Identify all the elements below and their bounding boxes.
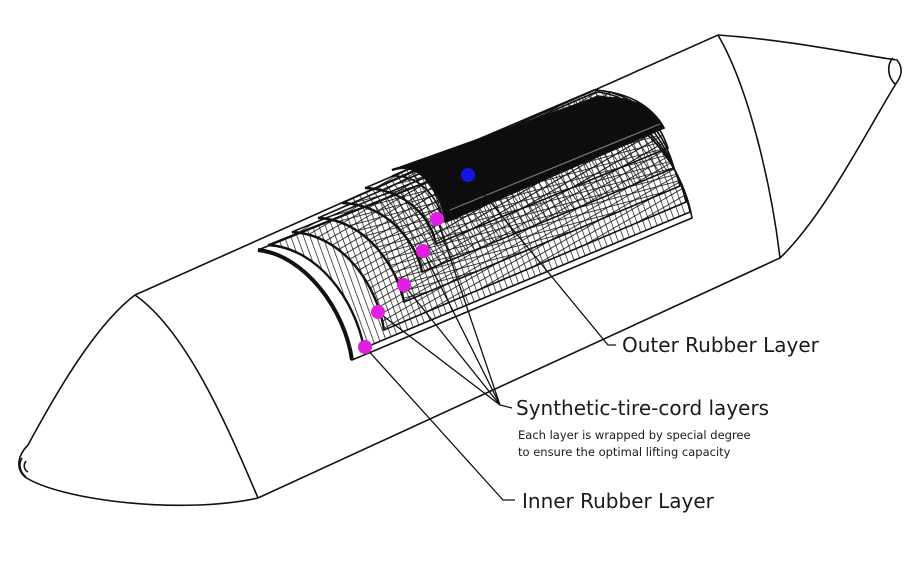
left-tip — [19, 457, 27, 478]
right-cone-seam — [717, 34, 781, 259]
left-cone-seam — [134, 294, 259, 499]
outer-rubber-label: Outer Rubber Layer — [622, 333, 819, 357]
inner-rubber-label: Inner Rubber Layer — [522, 489, 714, 513]
right-tip — [887, 57, 896, 85]
cutaway-layers — [257, 89, 693, 362]
leader-cord-2 — [422, 250, 501, 406]
leader-outer-rubber — [467, 174, 616, 346]
leader-cord-4 — [377, 311, 501, 406]
leader-cord-1 — [436, 218, 501, 406]
leader-inner-rubber — [364, 346, 515, 501]
markers — [358, 168, 475, 354]
airbag-body — [18, 34, 902, 507]
marker-outer-rubber — [461, 168, 475, 182]
leader-cord-3 — [403, 284, 501, 406]
synthetic-cord-label: Synthetic-tire-cord layers — [516, 396, 770, 420]
marker-cord-4 — [371, 305, 385, 319]
leader-lines — [364, 174, 616, 501]
marker-inner-rubber — [358, 340, 372, 354]
marker-cord-3 — [397, 278, 411, 292]
synthetic-cord-note-2: to ensure the optimal lifting capacity — [518, 445, 731, 459]
synthetic-cord-note-1: Each layer is wrapped by special degree — [518, 428, 751, 442]
airbag-outline — [18, 34, 902, 507]
marker-cord-2 — [416, 244, 430, 258]
marker-cord-1 — [430, 212, 444, 226]
